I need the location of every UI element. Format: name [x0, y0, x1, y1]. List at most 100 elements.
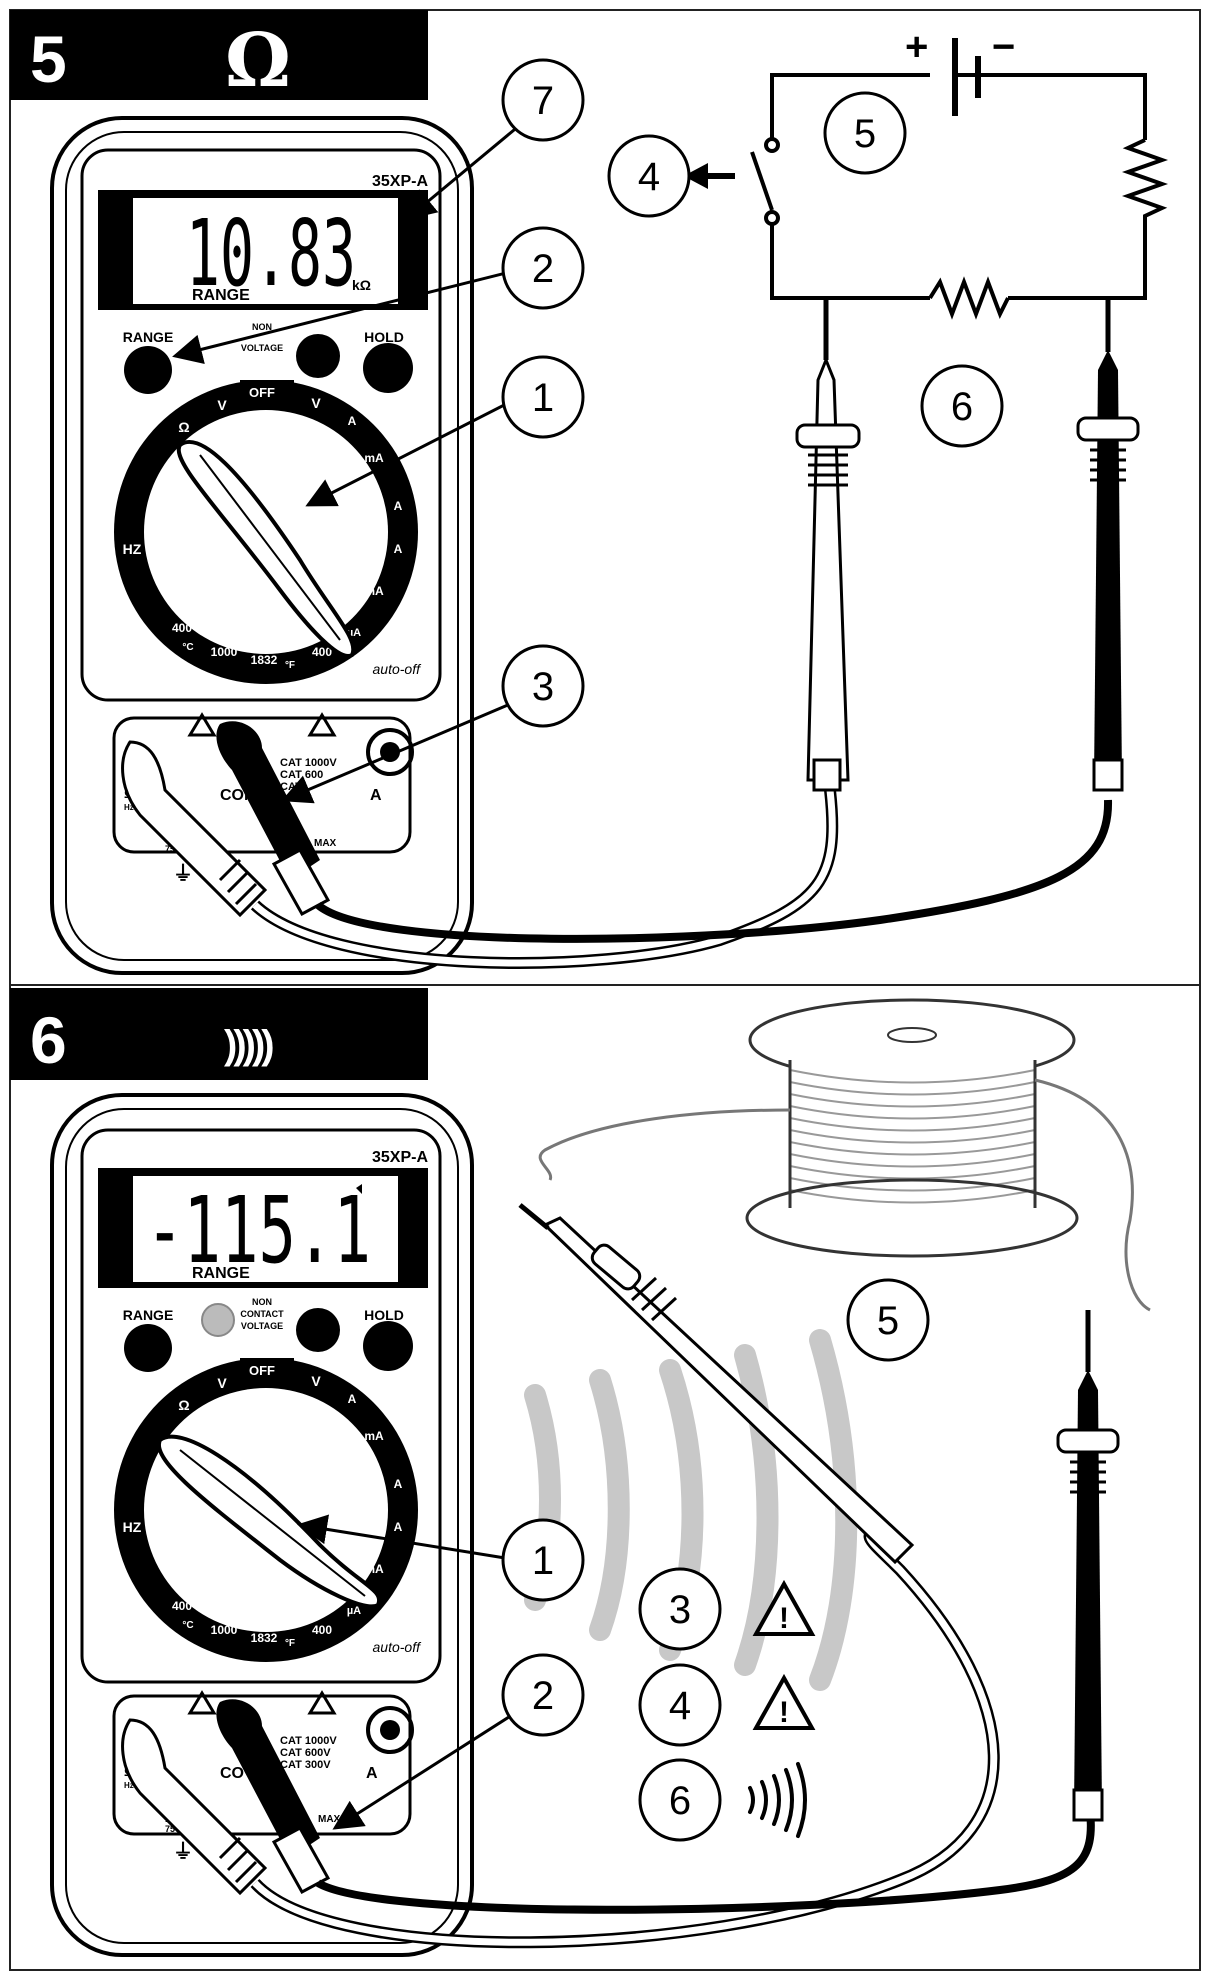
panel-6-callout-arrows	[297, 1514, 513, 1830]
callout-1: 1	[501, 355, 585, 439]
svg-text:1: 1	[532, 1539, 554, 1583]
switch-contact-bottom	[764, 210, 780, 226]
callout-arrow-1	[305, 400, 511, 507]
red-probe-grip	[630, 1276, 678, 1322]
svg-text:4: 4	[669, 1684, 691, 1728]
lcd-unit: kΩ	[352, 277, 371, 293]
panel-6-continuity-symbol: )))))	[224, 1023, 273, 1067]
warning-triangle-icon	[187, 1690, 217, 1715]
red-probe-guard	[590, 1243, 642, 1291]
ncv-label-bottom: VOLTAGE	[241, 343, 283, 353]
black-probe-body	[1094, 350, 1122, 780]
lcd-screen	[133, 1176, 398, 1282]
callout-arrow-1	[297, 1514, 506, 1560]
dial-label-1000: 1000	[211, 1623, 238, 1637]
red-probe-body	[806, 355, 850, 782]
dial-label-ma-1: mA	[364, 451, 384, 465]
range-button[interactable]	[124, 346, 172, 394]
svg-text:6: 6	[951, 385, 973, 429]
svg-text:2: 2	[532, 1674, 554, 1718]
panel-5-header: 5 Ω	[10, 10, 428, 104]
dial-label-ma-2: mA	[364, 1562, 384, 1576]
panel-6-callouts: 1 2 5 3 4 6	[501, 1278, 930, 1842]
dial-label-vac: V	[217, 397, 227, 413]
meter-model-label: 35XP-A	[372, 1149, 428, 1166]
callout-arrow-7	[405, 123, 521, 220]
callout-6: 6	[638, 1758, 722, 1842]
warning-triangle-icon	[307, 1690, 337, 1715]
svg-text:5: 5	[854, 112, 876, 156]
cat-rating-line-2: CAT 600	[280, 769, 323, 781]
wire-end-left	[538, 1108, 791, 1181]
callout-arrow-2	[172, 270, 511, 364]
rotary-dial[interactable]: OFF V V A mA A A mA µA 400 1832 1000 400…	[114, 380, 418, 684]
callout-2: 2	[501, 226, 585, 310]
black-probe-end	[1092, 758, 1124, 792]
com-jack-label: CO	[220, 1765, 244, 1782]
black-lead-plug	[216, 721, 320, 880]
hold-button-label: HOLD	[364, 329, 404, 345]
dial-label-celsius: °C	[182, 642, 193, 653]
dial-label-vdc: V	[311, 395, 321, 411]
dial-label-hz: HZ	[123, 1519, 142, 1535]
circuit-wire-top-right	[955, 73, 1147, 140]
red-probe-guard	[795, 423, 861, 449]
amp-jack[interactable]	[366, 1706, 414, 1754]
panel-5-step-number: 5	[30, 22, 67, 96]
ncv-label-top: NON	[252, 1297, 272, 1307]
amp-jack[interactable]	[366, 728, 414, 776]
hold-button[interactable]	[363, 1321, 413, 1371]
rotary-dial[interactable]: OFF V V A mA A A mA µA 400 1832 1000 400…	[114, 1358, 418, 1662]
switch-contact-top	[764, 137, 780, 153]
ncv-button[interactable]	[296, 334, 340, 378]
auto-off-label: auto-off	[373, 1639, 423, 1655]
dial-label-1000: 1000	[211, 645, 238, 659]
red-probe-grip	[808, 453, 848, 487]
dial-label-celsius: °C	[182, 1620, 193, 1631]
range-button[interactable]	[124, 1324, 172, 1372]
lcd-reading: -115.1	[146, 1177, 371, 1284]
wire-spool	[538, 998, 1151, 1312]
lcd-screen	[133, 198, 398, 304]
circuit-wire-top-left	[770, 73, 930, 140]
black-plug-strain-relief	[271, 1825, 331, 1895]
circuit-wire-bottom-left	[770, 224, 930, 300]
dial-pointer	[176, 439, 356, 658]
dial-label-a-1: A	[348, 1392, 357, 1406]
warning-icon-4: !	[752, 1673, 816, 1730]
dial-label-400f: 400	[312, 1623, 332, 1637]
switch-arm	[750, 151, 774, 211]
warning-triangle-icon	[752, 1579, 816, 1636]
callout-3: 3	[638, 1567, 722, 1651]
svg-text:2: 2	[532, 247, 554, 291]
max-label: MAX	[318, 1814, 341, 1825]
ground-icon: ⏚	[173, 862, 193, 885]
red-probe-tip	[518, 1203, 550, 1230]
panel-5-header-bar	[10, 10, 428, 100]
dial-label-a-2: A	[394, 1477, 403, 1491]
spool-windings	[789, 1069, 1036, 1204]
warning-triangle-icon	[187, 712, 217, 737]
warning-triangle-icon	[307, 712, 337, 737]
dial-label-1832: 1832	[251, 1631, 278, 1645]
meter-holster-inner-line	[65, 131, 459, 961]
callout-5: 5	[846, 1278, 930, 1362]
lcd-reading: 10.83	[186, 200, 356, 307]
continuity-beep-icon	[748, 1762, 807, 1838]
dial-label-a-3: A	[394, 542, 403, 556]
auto-off-label: auto-off	[373, 661, 423, 677]
battery-minus-sign: −	[992, 25, 1015, 69]
panel-6-step-number: 6	[30, 1003, 67, 1077]
panel-6-test-leads	[121, 1203, 1120, 1949]
lcd-range-indicator: RANGE	[192, 287, 250, 304]
hold-button[interactable]	[363, 343, 413, 393]
ncv-button[interactable]	[296, 1308, 340, 1352]
warning-icon-3: !	[752, 1579, 816, 1636]
meter-model-label: 35XP-A	[372, 173, 428, 190]
panel-5-callouts: 7 2 1 3 4 5 6	[501, 58, 1004, 728]
red-cable	[252, 789, 836, 967]
range-button-label: RANGE	[123, 329, 174, 345]
black-cable	[315, 799, 1113, 943]
cat-rating-line-1: CAT 1000V	[280, 757, 337, 769]
black-probe-end	[1072, 1788, 1104, 1822]
